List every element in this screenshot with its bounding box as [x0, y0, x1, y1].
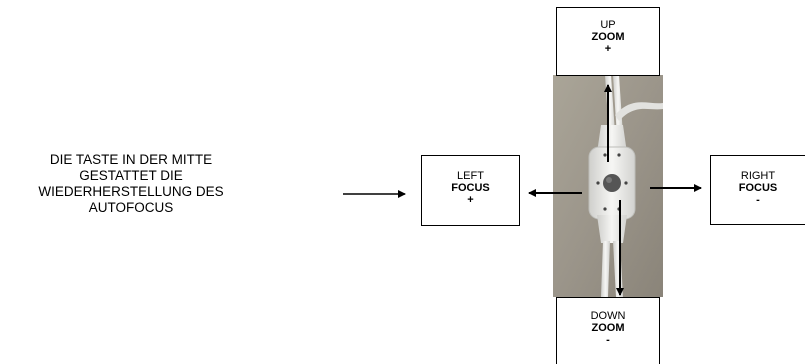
top-cable-right	[613, 75, 623, 137]
label-down-sign: -	[606, 334, 610, 346]
label-up: UP ZOOM +	[556, 7, 660, 76]
center-button-highlight	[606, 177, 612, 183]
bottom-cable-left	[601, 241, 610, 297]
dot-left	[596, 181, 600, 185]
label-down: DOWN ZOOM -	[556, 297, 660, 364]
label-left-direction: LEFT	[457, 170, 484, 182]
lower-strain-relief	[597, 215, 627, 243]
label-right-direction: RIGHT	[740, 170, 776, 182]
label-up-function: ZOOM	[591, 31, 625, 43]
label-up-direction: UP	[600, 19, 616, 31]
note-line-3: WIEDERHERSTELLUNG DES	[38, 184, 224, 199]
upper-strain-relief	[597, 125, 627, 153]
control-cable-photo	[553, 75, 663, 297]
dot-up-right	[617, 153, 621, 157]
label-left-sign: +	[467, 194, 474, 206]
note-line-2: GESTATTET DIE	[79, 168, 183, 183]
top-cable-curl	[615, 102, 663, 121]
label-right-function: FOCUS	[738, 182, 778, 194]
label-down-direction: DOWN	[590, 310, 626, 322]
note-line-4: AUTOFOCUS	[88, 200, 174, 215]
note-line-1: DIE TASTE IN DER MITTE	[49, 152, 213, 167]
label-right: RIGHT FOCUS -	[710, 155, 805, 225]
dot-down-left	[603, 207, 607, 211]
label-right-sign: -	[756, 194, 760, 206]
center-button-note: DIE TASTE IN DER MITTE GESTATTET DIE WIE…	[0, 152, 262, 216]
dot-right	[624, 181, 628, 185]
label-down-function: ZOOM	[591, 322, 625, 334]
label-left: LEFT FOCUS +	[421, 155, 520, 226]
dot-down-right	[617, 207, 621, 211]
center-button-icon	[603, 174, 621, 192]
dot-up-left	[603, 153, 607, 157]
label-left-function: FOCUS	[451, 182, 490, 194]
label-up-sign: +	[604, 43, 612, 55]
